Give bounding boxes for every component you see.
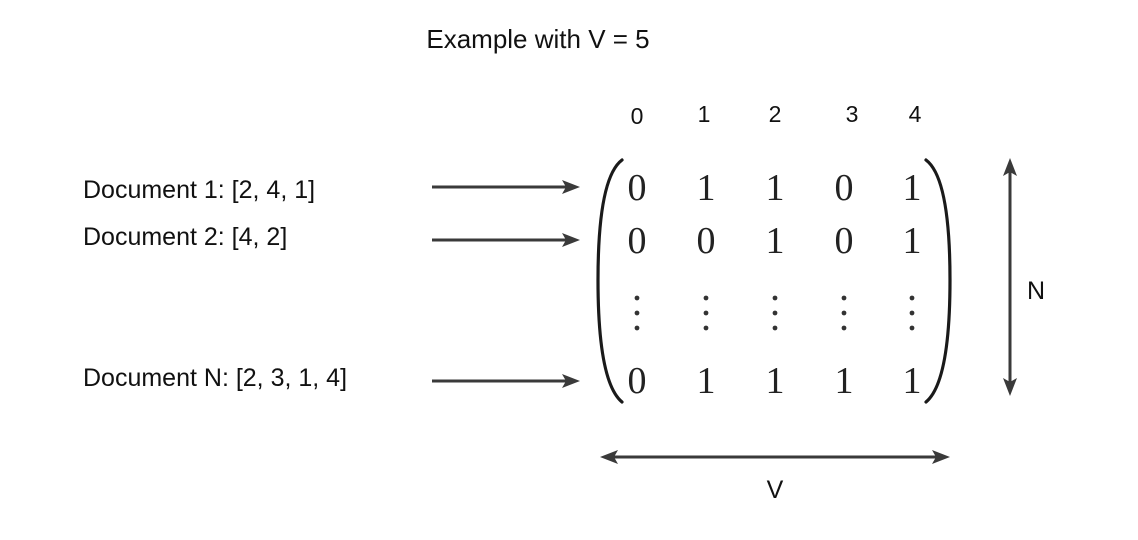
matrix-cell: 1: [766, 360, 785, 402]
matrix-cell: 0: [835, 220, 854, 262]
column-index: 1: [698, 101, 711, 127]
matrix-cell: 0: [835, 167, 854, 209]
matrix-row: 0 1 1 0 1: [628, 167, 922, 209]
matrix-cell: 0: [628, 360, 647, 402]
document-label: Document 2: [4, 2]: [83, 223, 287, 251]
row-arrow: [432, 374, 580, 388]
matrix-cell: 0: [697, 220, 716, 262]
matrix-cell: 0: [628, 220, 647, 262]
document-labels: Document 1: [2, 4, 1] Document 2: [4, 2]…: [83, 176, 347, 392]
matrix-cell: 1: [766, 167, 785, 209]
row-arrow: [432, 180, 580, 194]
left-parenthesis: [596, 158, 624, 404]
column-index-header: 0 1 2 3 4: [631, 101, 922, 129]
diagram-title: Example with V = 5: [426, 24, 649, 54]
row-arrows: [432, 180, 580, 388]
document-label: Document N: [2, 3, 1, 4]: [83, 364, 347, 392]
matrix-cell: 0: [628, 167, 647, 209]
matrix-row: 0 0 1 0 1: [628, 220, 922, 262]
document-label: Document 1: [2, 4, 1]: [83, 176, 315, 204]
matrix-cell: 1: [766, 220, 785, 262]
column-index: 3: [846, 101, 859, 127]
column-index: 2: [769, 101, 782, 127]
columns-dimension-arrow: [600, 450, 950, 464]
columns-dimension-label: V: [767, 476, 784, 504]
matrix-cell: 1: [835, 360, 854, 402]
matrix-cell: 1: [903, 167, 922, 209]
matrix-ellipsis-row: [634, 295, 915, 331]
matrix-cell: 1: [697, 360, 716, 402]
rows-dimension-label: N: [1027, 277, 1045, 305]
vertical-ellipsis: [634, 295, 640, 331]
vertical-ellipsis: [772, 295, 778, 331]
matrix-cell: 1: [903, 220, 922, 262]
column-index: 0: [631, 103, 644, 129]
matrix-cell: 1: [903, 360, 922, 402]
matrix-brackets: [596, 158, 952, 404]
vertical-ellipsis: [909, 295, 915, 331]
vertical-ellipsis: [703, 295, 709, 331]
right-parenthesis: [924, 158, 952, 404]
row-arrow: [432, 233, 580, 247]
column-index: 4: [909, 101, 922, 127]
matrix-cell: 1: [697, 167, 716, 209]
vertical-ellipsis: [841, 295, 847, 331]
rows-dimension-arrow: [1003, 158, 1017, 396]
matrix-row: 0 1 1 1 1: [628, 360, 922, 402]
